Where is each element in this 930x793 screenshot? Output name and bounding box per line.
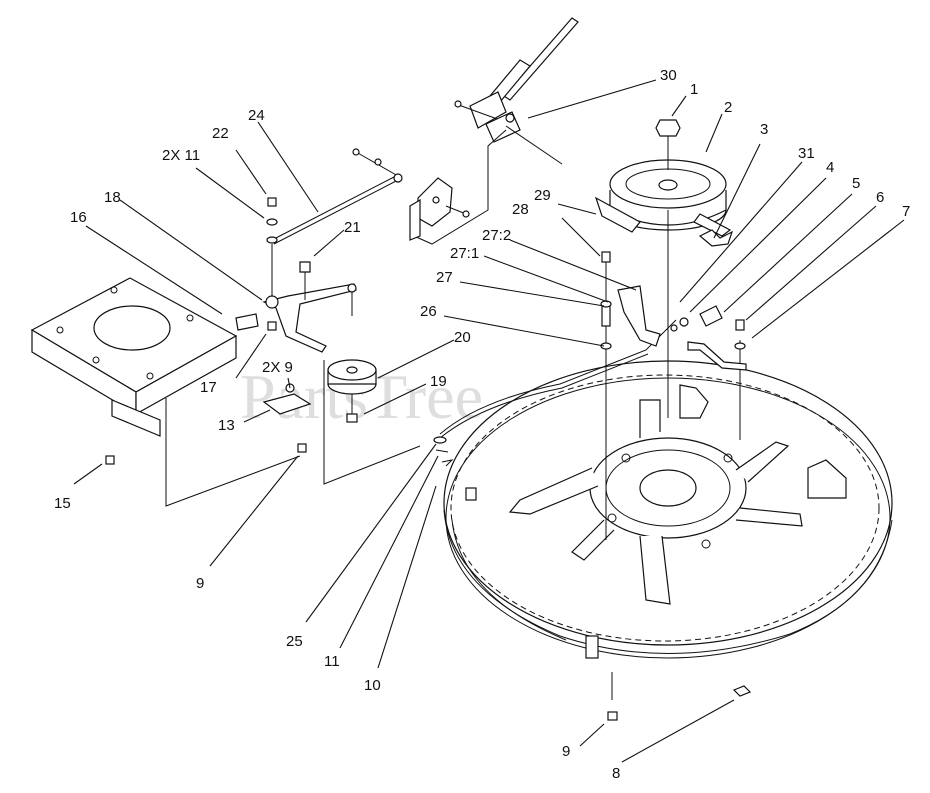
callout-22: 22 bbox=[212, 125, 229, 142]
callout-30: 30 bbox=[660, 67, 677, 84]
deck-spindle-plate bbox=[508, 399, 803, 605]
deck-bracket-right bbox=[807, 459, 847, 499]
nut-9-bottom bbox=[607, 711, 618, 721]
callout-11: 11 bbox=[324, 653, 340, 670]
spring bbox=[235, 313, 259, 331]
callout-9-bottom: 9 bbox=[562, 743, 570, 760]
callout-13: 13 bbox=[218, 417, 235, 434]
callout-24: 24 bbox=[248, 107, 265, 124]
callout-2x9: 2X 9 bbox=[262, 359, 293, 376]
callout-18: 18 bbox=[104, 189, 121, 206]
lift-rod bbox=[271, 148, 403, 245]
callout-19: 19 bbox=[430, 373, 447, 390]
height-adjust-lever bbox=[413, 17, 579, 245]
callouts: 1 2 3 4 5 6 7 8 9 9 10 11 13 15 16 17 18… bbox=[54, 67, 910, 782]
callout-29: 29 bbox=[534, 187, 551, 204]
callout-3: 3 bbox=[760, 121, 768, 138]
lever-bracket bbox=[409, 177, 470, 241]
callout-5: 5 bbox=[852, 175, 860, 192]
nut-22 bbox=[267, 197, 277, 207]
callout-28: 28 bbox=[512, 201, 529, 218]
idler-arm bbox=[235, 283, 357, 353]
callout-1: 1 bbox=[690, 81, 698, 98]
callout-10: 10 bbox=[364, 677, 381, 694]
bolt-7 bbox=[735, 319, 745, 331]
plate-13 bbox=[262, 393, 312, 415]
washer-11 bbox=[266, 218, 278, 226]
bolt-15 bbox=[105, 455, 115, 465]
hook-6 bbox=[687, 341, 747, 371]
hex-nut-1 bbox=[655, 119, 681, 137]
washer-25 bbox=[433, 436, 447, 444]
bolt-8 bbox=[732, 685, 752, 697]
washer-26 bbox=[600, 342, 612, 350]
callout-15: 15 bbox=[54, 495, 71, 512]
callout-4: 4 bbox=[826, 159, 834, 176]
mounting-plate bbox=[30, 277, 238, 437]
pivot-bracket bbox=[600, 251, 661, 350]
deck-stop bbox=[465, 487, 477, 501]
callout-17: 17 bbox=[200, 379, 217, 396]
callout-20: 20 bbox=[454, 329, 471, 346]
leader-lines bbox=[73, 79, 905, 763]
bolt-21 bbox=[299, 261, 311, 273]
mower-deck bbox=[443, 360, 893, 659]
callout-8: 8 bbox=[612, 765, 620, 782]
callout-2: 2 bbox=[724, 99, 732, 116]
callout-27-1: 27:1 bbox=[450, 245, 479, 262]
bolt-28 bbox=[601, 251, 611, 263]
tension-spring bbox=[670, 305, 723, 332]
callout-6: 6 bbox=[876, 189, 884, 206]
nut-9 bbox=[297, 443, 307, 453]
callout-21: 21 bbox=[344, 219, 361, 236]
callout-7: 7 bbox=[902, 203, 910, 220]
callout-9-left: 9 bbox=[196, 575, 204, 592]
idler-pulley bbox=[327, 359, 377, 423]
cable bbox=[433, 319, 677, 467]
callout-26: 26 bbox=[420, 303, 437, 320]
deck-bracket bbox=[679, 384, 709, 419]
callout-25: 25 bbox=[286, 633, 303, 650]
callout-27-2: 27:2 bbox=[482, 227, 511, 244]
callout-27: 27 bbox=[436, 269, 453, 286]
callout-31: 31 bbox=[798, 145, 815, 162]
callout-2x11: 2X 11 bbox=[162, 147, 200, 164]
callout-16: 16 bbox=[70, 209, 87, 226]
belt-guard bbox=[594, 196, 641, 233]
deck-hanger bbox=[585, 635, 599, 659]
belt-keeper bbox=[698, 229, 734, 247]
